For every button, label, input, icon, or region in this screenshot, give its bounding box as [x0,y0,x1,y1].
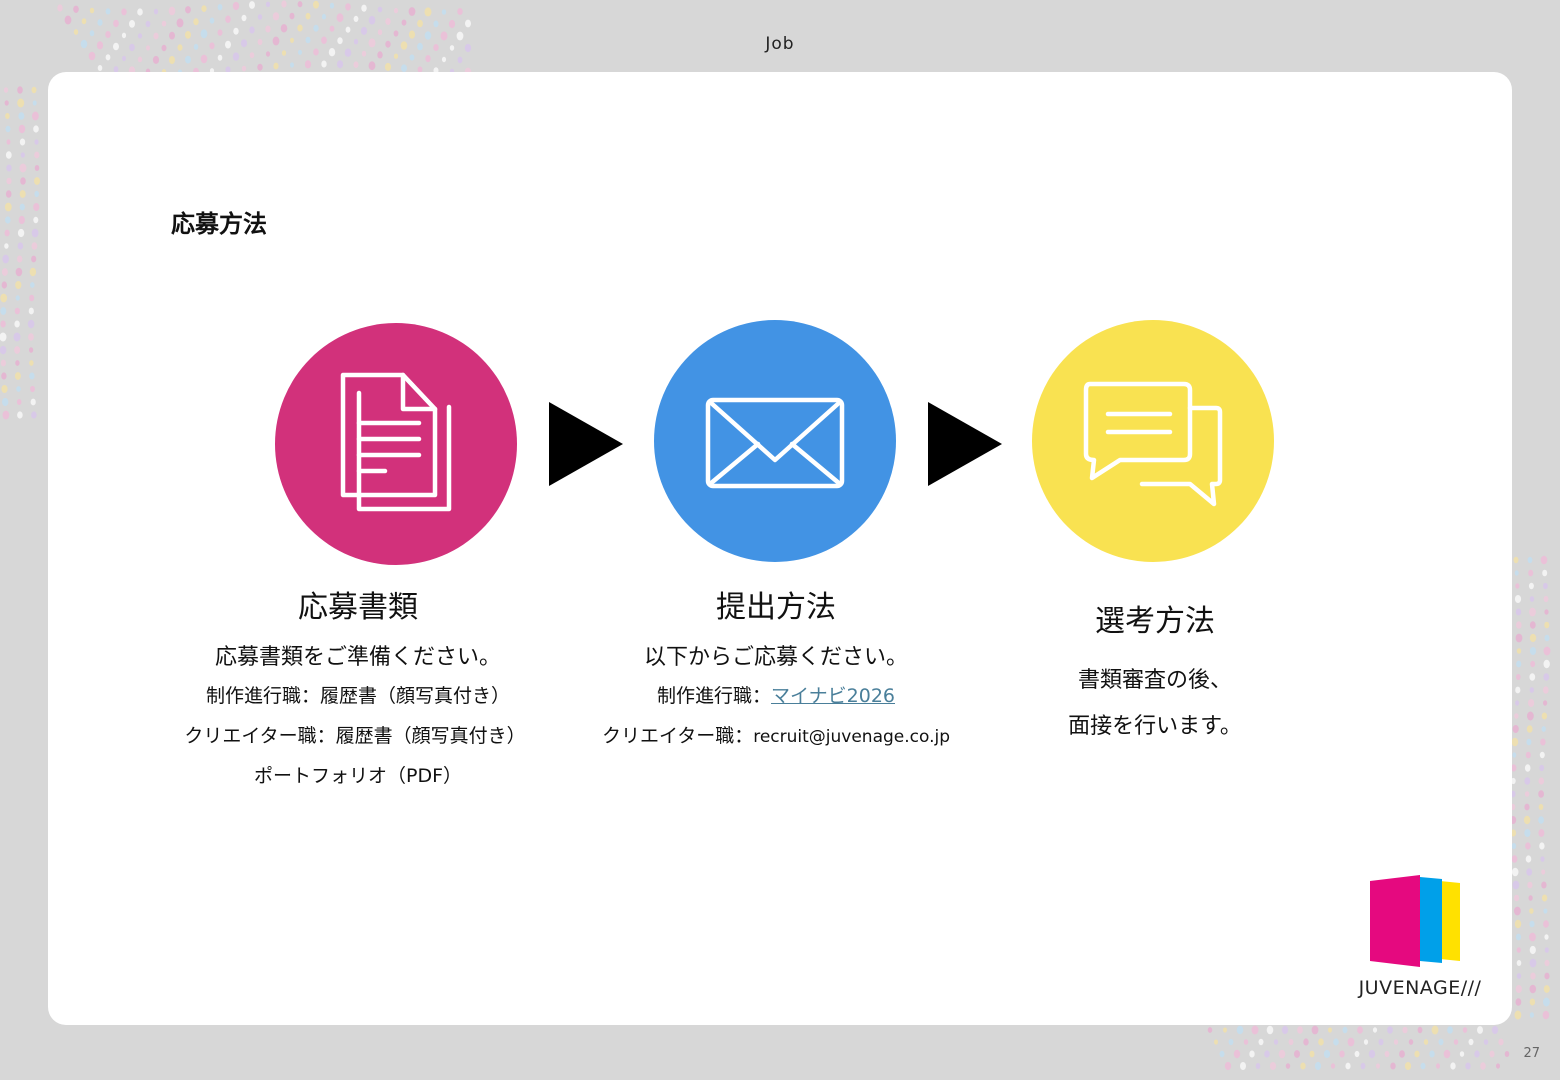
content-card: 応募方法 [48,72,1512,1025]
document-icon [340,372,452,512]
recruit-email: recruit@juvenage.co.jp [753,727,951,747]
step-2-line-prefix: クリエイター職： [601,725,754,747]
step-1-line: クリエイター職：履歴書（顔写真付き） [184,725,526,747]
header-label: Job [765,34,795,54]
step-1-text: 応募書類 応募書類をご準備ください。 制作進行職：履歴書（顔写真付き） クリエイ… [156,588,560,796]
step-1-title: 応募書類 [298,590,418,625]
step-2-text: 提出方法 以下からご応募ください。 制作進行職：マイナビ2026 クリエイター職… [588,588,964,757]
mynavi-link[interactable]: マイナビ2026 [771,685,895,707]
step-2-line: クリエイター職：recruit@juvenage.co.jp [588,716,964,757]
step-1-lead: 応募書類をご準備ください。 [214,645,501,670]
step-2-title: 提出方法 [716,590,836,625]
logo-text: JUVENAGE/// [1358,977,1482,999]
chat-bubbles-icon [1083,381,1223,507]
step-3-title: 選考方法 [1095,604,1215,639]
step-2-lead: 以下からご応募ください。 [643,645,908,670]
step-3-line: 面接を行います。 [1068,714,1242,739]
step-2-line-prefix: 制作進行職： [657,685,772,707]
juvenage-logo: JUVENAGE/// [1350,875,1490,1005]
step-3-text: 選考方法 書類審査の後、 面接を行います。 [1000,602,1310,750]
envelope-icon [705,397,845,489]
step-2-line: 制作進行職：マイナビ2026 [588,676,964,716]
arrow-icon [549,402,623,486]
step-2-circle [654,320,896,562]
step-1-circle [275,323,517,565]
arrow-icon [928,402,1002,486]
logo-mark [1370,875,1460,967]
step-3-line: 書類審査の後、 [1077,668,1232,693]
step-3-circle [1032,320,1274,562]
step-1-line: 制作進行職：履歴書（顔写真付き） [205,685,510,707]
section-title: 応募方法 [171,210,267,238]
page-number: 27 [1523,1046,1540,1061]
step-1-line: ポートフォリオ（PDF） [253,765,463,787]
